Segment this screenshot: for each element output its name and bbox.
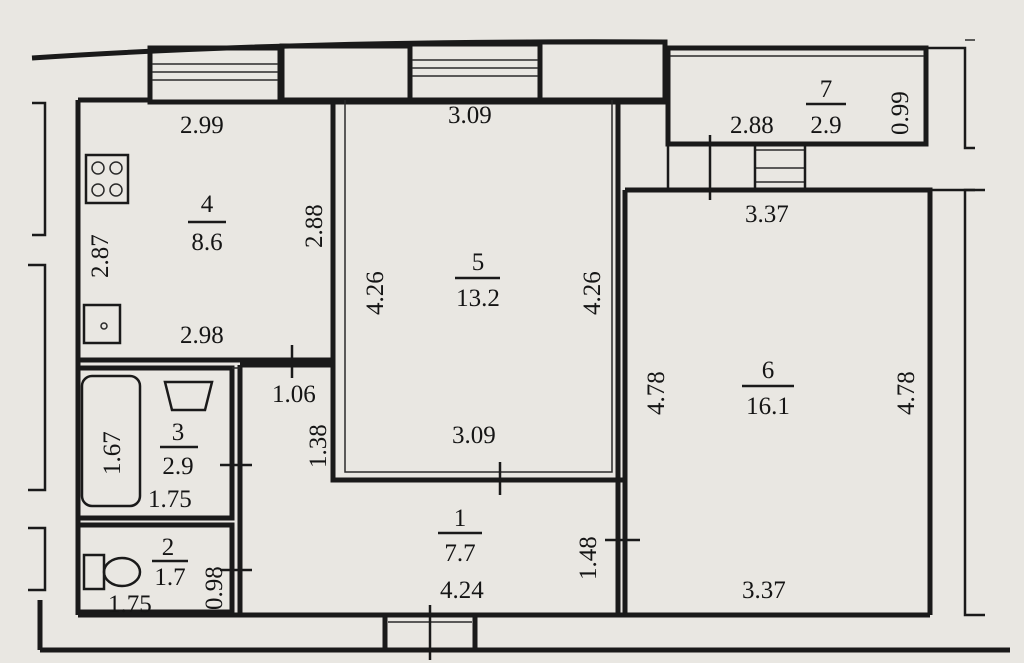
room-3-bathroom (75, 365, 235, 521)
exterior-walls (28, 39, 1010, 653)
room-2-number: 2 (162, 534, 175, 561)
room-7-depth-dim: 0.99 (887, 91, 914, 135)
room-1-corridor (232, 362, 621, 615)
room-1-number: 1 (454, 505, 467, 532)
dimension-ticks (220, 135, 712, 660)
room-4-right-dim: 2.88 (301, 204, 328, 248)
room-5-area: 13.2 (456, 285, 500, 312)
corridor-nook-depth-dim: 1.38 (305, 424, 332, 468)
room-6-area: 16.1 (746, 393, 790, 420)
room-6-left-dim: 4.78 (643, 371, 670, 415)
room-6-number: 6 (762, 357, 775, 384)
room-1-width-dim: 4.24 (440, 577, 484, 604)
room-1-depth-dim: 1.48 (575, 536, 602, 580)
room-1-area: 7.7 (444, 540, 475, 567)
room-7-width-dim: 2.88 (730, 112, 774, 139)
room-7-area: 2.9 (810, 112, 841, 139)
room-4-bottom-dim: 2.98 (180, 322, 224, 349)
room-4-top-dim: 2.99 (180, 112, 224, 139)
room-4-area: 8.6 (191, 229, 222, 256)
room-5-bottom-dim: 3.09 (452, 422, 496, 449)
room-3-area: 2.9 (162, 453, 193, 480)
room-3-depth-dim: 1.67 (99, 431, 126, 475)
room-5-top-dim: 3.09 (448, 102, 492, 129)
room-3-width-dim: 1.75 (148, 486, 192, 513)
room-4-left-dim: 2.87 (87, 234, 114, 278)
room-6-bottom-dim: 3.37 (742, 577, 786, 604)
room-5-left-dim: 4.26 (362, 271, 389, 315)
room-6-top-dim: 3.37 (745, 201, 789, 228)
room-7-number: 7 (820, 76, 833, 103)
room-2-width-dim: 1.75 (108, 591, 152, 618)
windows (152, 59, 805, 623)
room-3-number: 3 (172, 419, 185, 446)
room-5-number: 5 (472, 249, 485, 276)
room-5-right-dim: 4.26 (579, 271, 606, 315)
room-2-wc (75, 522, 235, 615)
room-6-right-dim: 4.78 (893, 371, 920, 415)
room-2-depth-dim: 0.98 (201, 566, 228, 610)
room-2-area: 1.7 (154, 564, 185, 591)
room-4-number: 4 (201, 191, 214, 218)
room-7-balcony (665, 39, 975, 190)
corridor-nook-width-dim: 1.06 (272, 381, 316, 408)
